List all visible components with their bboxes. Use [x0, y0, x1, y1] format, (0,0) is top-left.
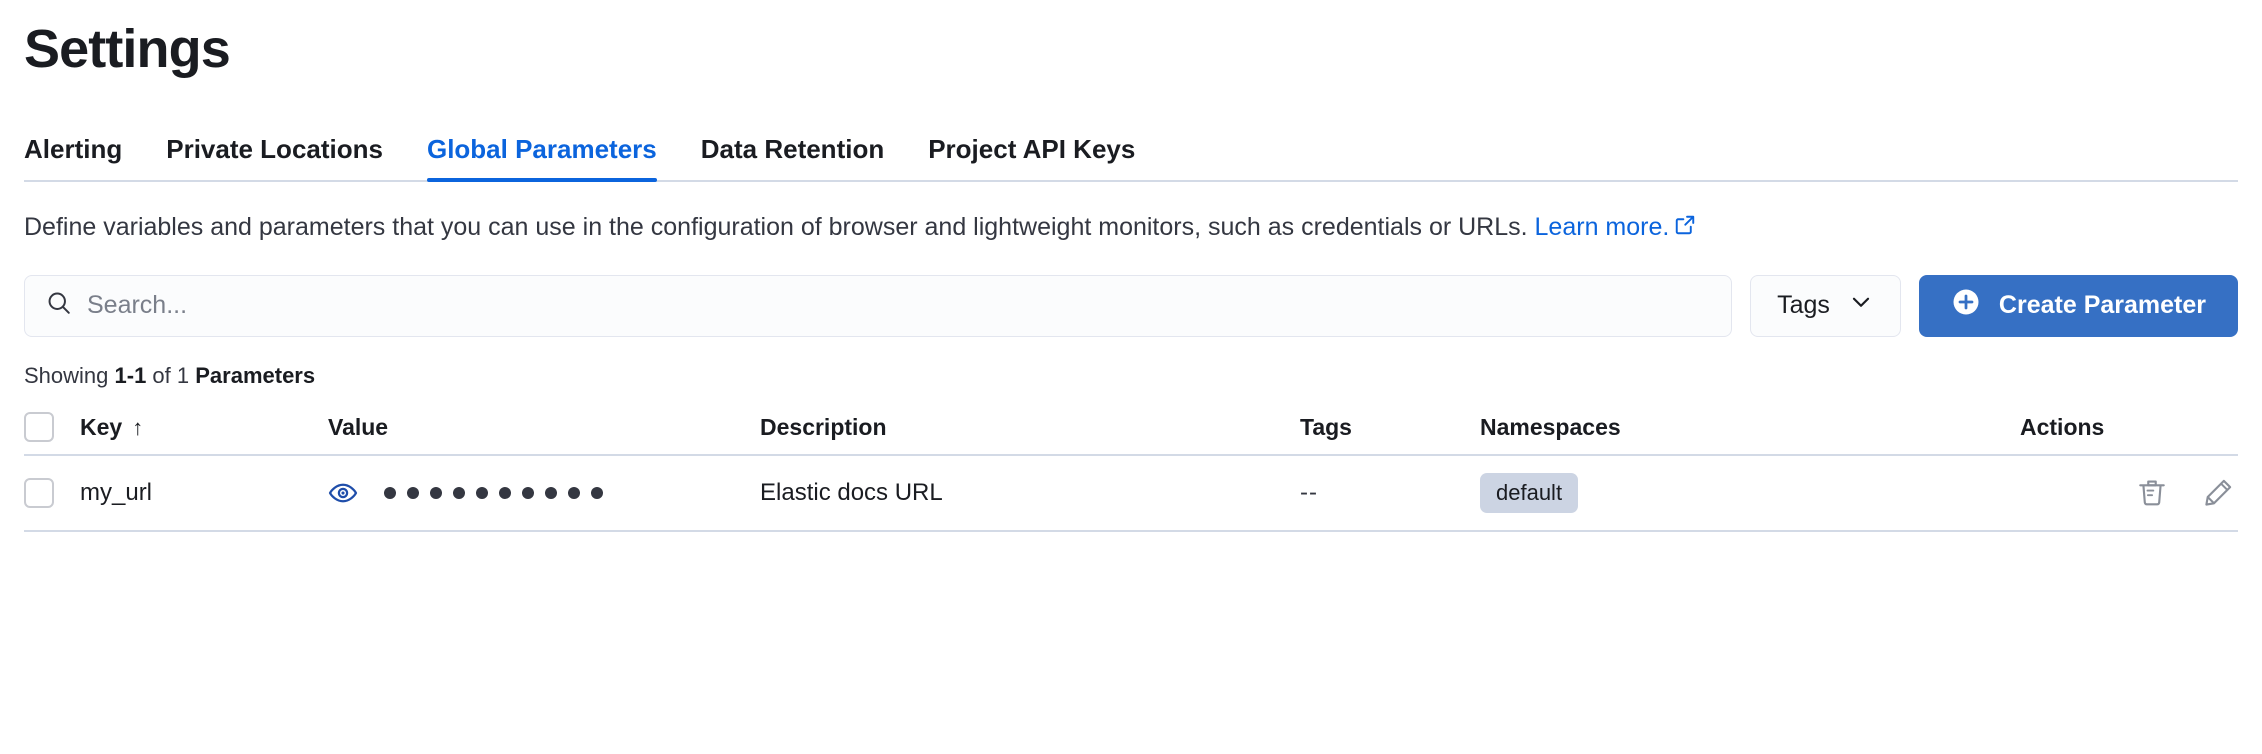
results-summary: Showing 1-1 of 1 Parameters: [24, 363, 2238, 389]
mask-dot: [453, 486, 465, 499]
learn-more-link[interactable]: Learn more.: [1535, 213, 1670, 241]
eye-icon[interactable]: [328, 478, 358, 508]
search-box[interactable]: [24, 274, 1733, 337]
create-parameter-button[interactable]: Create Parameter: [1918, 274, 2238, 337]
mask-dot: [499, 486, 511, 499]
header-tags[interactable]: Tags: [1300, 400, 1480, 456]
header-actions-label: Actions: [2020, 413, 2105, 440]
table-body: my_url Elastic docs URL: [24, 454, 2238, 532]
search-input[interactable]: [87, 291, 1712, 321]
select-all-checkbox[interactable]: [24, 412, 54, 443]
settings-tabs: Alerting Private Locations Global Parame…: [24, 120, 2238, 183]
pencil-icon[interactable]: [2202, 477, 2234, 509]
header-value-label: Value: [328, 413, 389, 440]
tab-project-api-keys[interactable]: Project API Keys: [928, 134, 1136, 165]
header-namespaces[interactable]: Namespaces: [1480, 400, 2020, 456]
header-namespaces-label: Namespaces: [1480, 413, 1621, 440]
description-text: Define variables and parameters that you…: [24, 213, 1528, 242]
summary-middle: of 1: [146, 362, 196, 388]
controls-row: Tags Create Parameter: [24, 274, 2238, 337]
trash-icon[interactable]: [2136, 477, 2168, 509]
row-tags-value: --: [1300, 478, 1318, 506]
row-select-cell: [24, 454, 80, 532]
create-parameter-label: Create Parameter: [1998, 291, 2206, 320]
search-icon: [45, 289, 73, 322]
header-actions: Actions: [2020, 400, 2238, 456]
header-description[interactable]: Description: [760, 400, 1300, 456]
mask-dot: [568, 486, 580, 499]
tab-global-parameters[interactable]: Global Parameters: [405, 136, 679, 183]
row-actions: [2020, 477, 2238, 509]
sort-ascending-icon: ↑: [132, 414, 144, 440]
row-checkbox[interactable]: [24, 477, 54, 508]
mask-dot: [545, 486, 557, 499]
header-select-all: [24, 400, 80, 456]
tab-private-locations[interactable]: Private Locations: [166, 134, 383, 165]
namespace-badge: default: [1480, 473, 1579, 513]
masked-value: [328, 478, 760, 508]
tab-alerting[interactable]: Alerting: [24, 134, 123, 165]
header-value[interactable]: Value: [328, 400, 760, 456]
table-row[interactable]: my_url Elastic docs URL: [24, 454, 2238, 532]
table-header-row: Key ↑ Value Description Tags Namespaces A…: [24, 400, 2238, 456]
row-description-cell: Elastic docs URL: [760, 454, 1300, 532]
row-value-cell: [328, 454, 760, 532]
external-link-icon: [1674, 211, 1696, 247]
parameters-table: Key ↑ Value Description Tags Namespaces A…: [24, 400, 2238, 532]
summary-range: 1-1: [114, 362, 147, 388]
masked-value-dots: [384, 486, 603, 499]
header-tags-label: Tags: [1300, 413, 1352, 440]
mask-dot: [591, 486, 603, 499]
row-key-cell: my_url: [80, 454, 328, 532]
header-key-label: Key: [80, 413, 123, 440]
mask-dot: [407, 486, 419, 499]
header-description-label: Description: [760, 413, 887, 440]
learn-more-label: Learn more.: [1534, 213, 1670, 242]
mask-dot: [476, 486, 488, 499]
row-tags-cell: --: [1300, 454, 1480, 532]
tags-filter-button[interactable]: Tags: [1750, 274, 1901, 337]
chevron-down-icon: [1848, 289, 1874, 322]
page-title: Settings: [24, 19, 231, 79]
summary-entity: Parameters: [195, 362, 316, 388]
page-description: Define variables and parameters that you…: [24, 210, 2238, 247]
header-key[interactable]: Key ↑: [80, 400, 328, 456]
mask-dot: [384, 486, 396, 499]
tab-data-retention[interactable]: Data Retention: [700, 134, 885, 165]
table-header: Key ↑ Value Description Tags Namespaces A…: [24, 400, 2238, 456]
row-actions-cell: [2020, 454, 2238, 532]
plus-circle-icon: [1951, 287, 1981, 324]
tags-filter-label: Tags: [1777, 291, 1830, 320]
row-namespaces-cell: default: [1480, 454, 2020, 532]
mask-dot: [522, 486, 534, 499]
mask-dot: [430, 486, 442, 499]
summary-prefix: Showing: [24, 362, 115, 388]
